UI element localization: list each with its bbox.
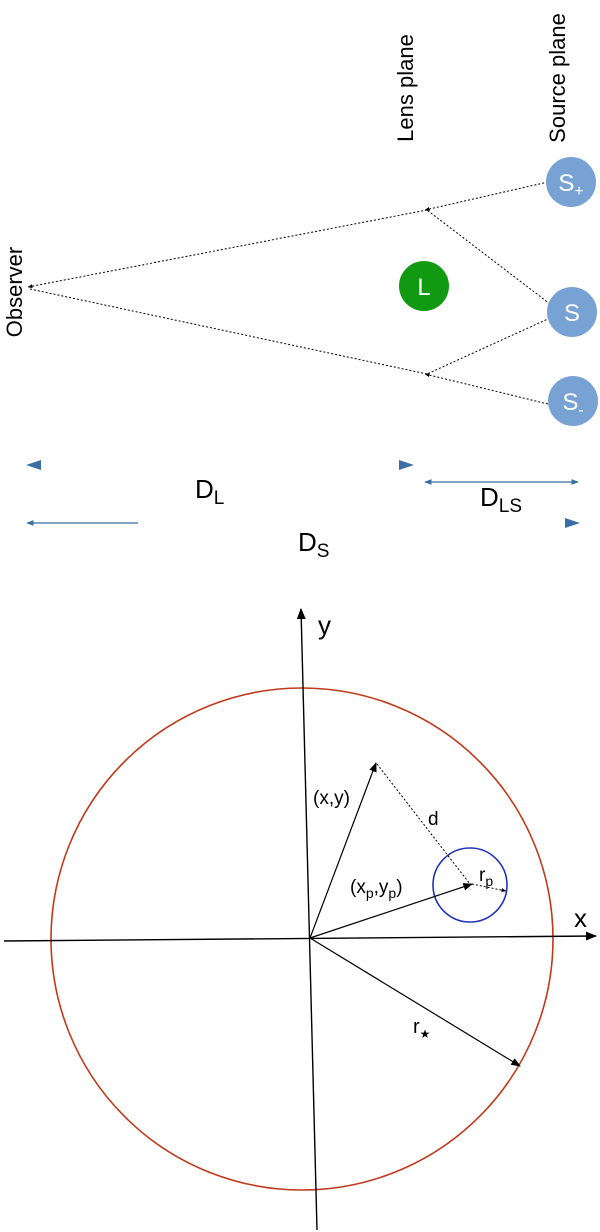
source-node: S [547,287,597,337]
vector-star-radius [309,937,521,1067]
point-label: (x,y) [313,788,350,809]
y-axis [296,607,318,1231]
x-axis [3,931,598,942]
image-plus-sub: + [574,183,583,200]
star-radius-label: r★ [413,1016,430,1041]
observer-label: Observer [2,247,27,337]
image-minus-label: S [562,389,578,416]
y-axis-label: y [318,610,331,640]
lens-node: L [399,261,449,311]
x-axis-label: x [574,903,587,933]
dl-label: DL [195,474,224,509]
transit-diagram: x y (x,y) d (xp,yp) rp r★ [3,607,598,1231]
path-source-to-lens-lower [426,317,551,375]
image-minus-node: S- [548,376,598,426]
image-plus-node: S+ [546,157,596,207]
path-image-plus-to-lens [424,181,549,211]
source-label: S [564,300,580,327]
dl-right-arrowhead [399,460,414,470]
svg-text:S-: S- [562,389,583,419]
dl-left-arrowhead [26,460,41,470]
image-minus-sub: - [578,402,583,419]
distance-line-d [376,763,471,885]
planet-radius-line [471,883,507,893]
vector-to-planet-center [309,883,473,939]
star-disk [50,687,554,1191]
source-plane-label: Source plane [545,13,570,143]
lens-label: L [417,274,430,301]
ds-right-arrowhead [565,518,580,528]
path-lens-to-observer-lower [29,288,428,375]
lensing-diagram: Observer Lens plane Source plane L S+ S [2,13,598,562]
dls-label: DLS [480,482,522,517]
lens-plane-label: Lens plane [393,34,418,142]
distance-label: d [428,809,439,830]
planet-center-label: (xp,yp) [350,877,403,901]
path-lens-to-observer-upper [27,209,428,289]
planet-radius-label: rp [479,865,493,889]
svg-text:S+: S+ [558,170,583,200]
vector-to-point [309,762,377,939]
ds-label: DS [298,527,329,562]
planet-disk [432,847,508,923]
path-source-to-lens-upper [426,209,551,305]
image-plus-label: S [558,170,574,197]
path-image-minus-to-lens [424,373,549,405]
distance-arrows [26,460,580,528]
